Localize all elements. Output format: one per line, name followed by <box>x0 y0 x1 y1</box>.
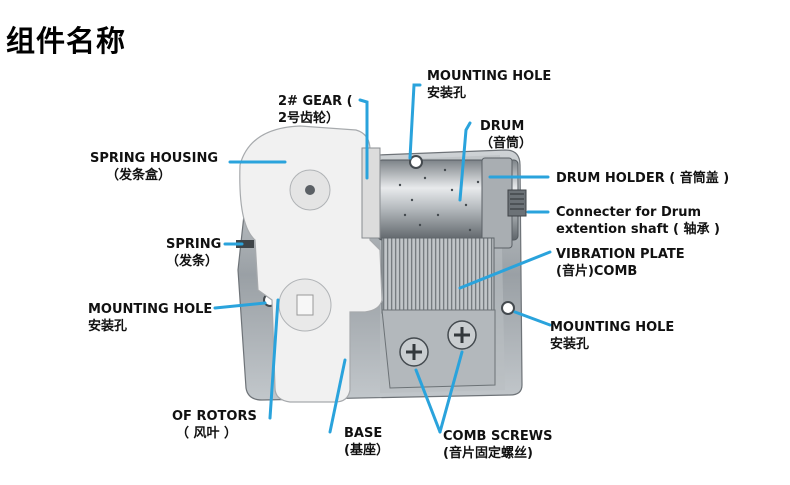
gear-2 <box>361 147 381 239</box>
label-drum-holder: DRUM HOLDER ( 音筒盖 ) <box>556 171 730 186</box>
label-spring: SPRING（发条） <box>166 237 222 269</box>
page-title: 组件名称 <box>6 24 127 58</box>
label-gear: 2# GEAR (2号齿轮） <box>278 94 353 126</box>
spring <box>236 240 254 248</box>
label-connecter: Connecter for Drum extention shaft ( 轴承 … <box>556 205 720 237</box>
label-spring-housing: SPRING HOUSING（发条盒） <box>90 151 219 183</box>
label-rotors: OF ROTORS（ 风叶 ） <box>172 409 257 441</box>
leader-lines <box>213 83 552 434</box>
vibration-plate-comb <box>381 237 496 389</box>
label-comb-screws: COMB SCREWS(音片固定螺丝) <box>443 429 553 461</box>
drum-shaft-connecter <box>507 189 527 217</box>
label-base: BASE(基座） <box>344 426 389 458</box>
label-drum: DRUM（音筒） <box>480 119 533 151</box>
label-vibration-plate: VIBRATION PLATE(音片)COMB <box>556 247 685 279</box>
comb-screws <box>399 320 477 367</box>
